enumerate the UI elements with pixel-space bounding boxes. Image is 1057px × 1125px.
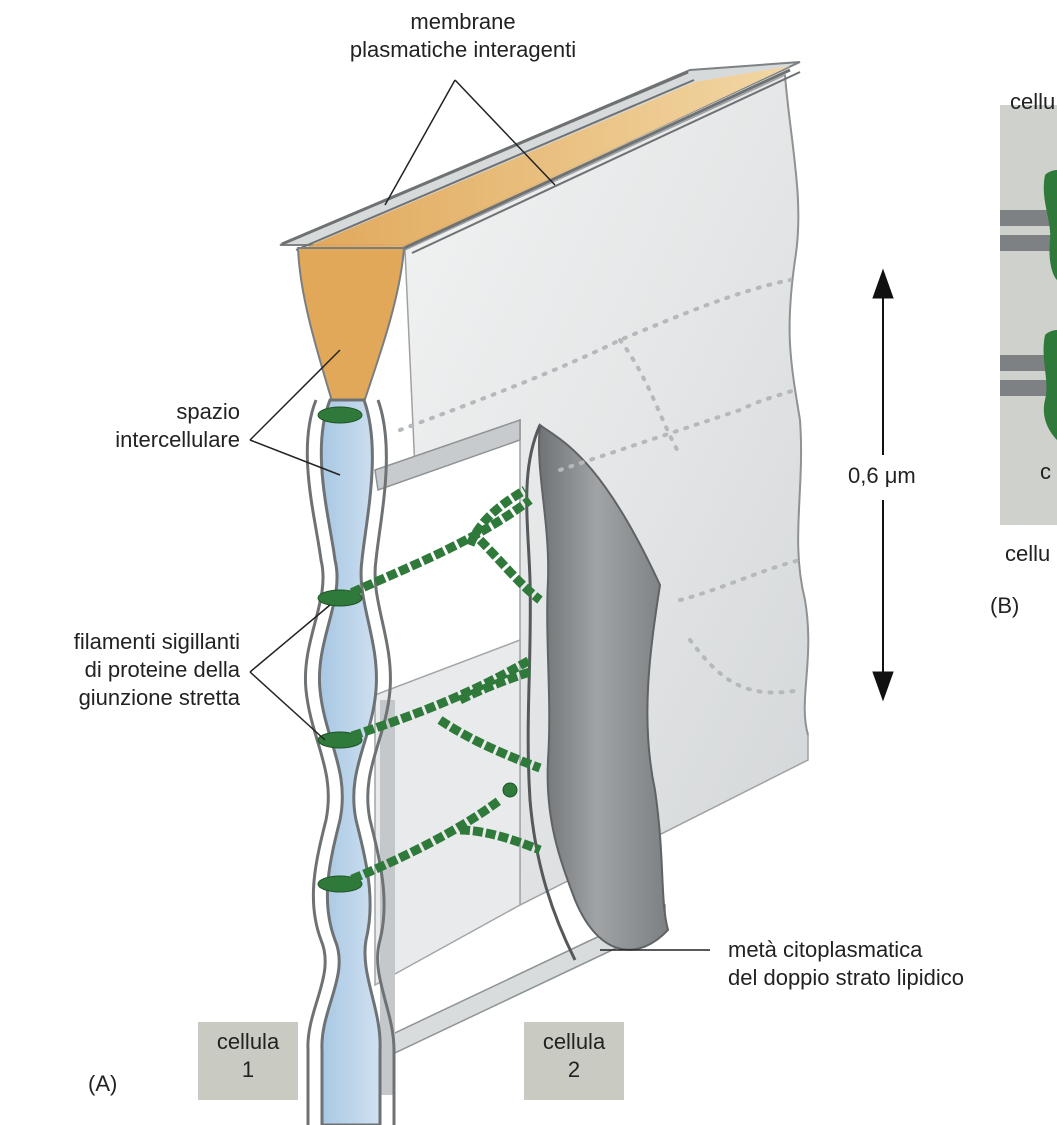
- cell1-membrane-sheet: [375, 640, 520, 985]
- filaments-label: filamenti sigillanti di proteine della g…: [0, 628, 240, 712]
- top-cross-section: [298, 248, 404, 410]
- filaments-label-line3: giunzione stretta: [0, 684, 240, 712]
- cell1-label-line1: cellula: [198, 1028, 298, 1056]
- filaments-label-line1: filamenti sigillanti: [0, 628, 240, 656]
- half-label-line1: metà citoplasmatica: [728, 936, 964, 964]
- panel-a-label: (A): [88, 1070, 117, 1098]
- scale-label: 0,6 μm: [848, 462, 916, 490]
- cell2-label: cellula 2: [524, 1022, 624, 1100]
- space-label-line2: intercellulare: [40, 426, 240, 454]
- filaments-label-line2: di proteine della: [0, 656, 240, 684]
- panel-b-partial-label: c: [1040, 458, 1051, 486]
- membrane-label-line1: membrane: [298, 8, 628, 36]
- panel-b-bottom-cell-label: cellu: [1005, 540, 1050, 568]
- panel-b-label: (B): [990, 592, 1019, 620]
- half-label-line2: del doppio strato lipidico: [728, 964, 964, 992]
- cytoplasmic-half-label: metà citoplasmatica del doppio strato li…: [728, 936, 964, 992]
- membrane-label: membrane plasmatiche interagenti: [298, 8, 628, 64]
- panel-b-top-cell-label: cellu: [1010, 88, 1055, 116]
- cell2-label-line1: cellula: [524, 1028, 624, 1056]
- cell1-label-line2: 1: [198, 1056, 298, 1084]
- space-label: spazio intercellulare: [40, 398, 240, 454]
- cell2-label-line2: 2: [524, 1056, 624, 1084]
- membrane-label-line2: plasmatiche interagenti: [298, 36, 628, 64]
- space-label-line1: spazio: [40, 398, 240, 426]
- cell1-label: cellula 1: [198, 1022, 298, 1100]
